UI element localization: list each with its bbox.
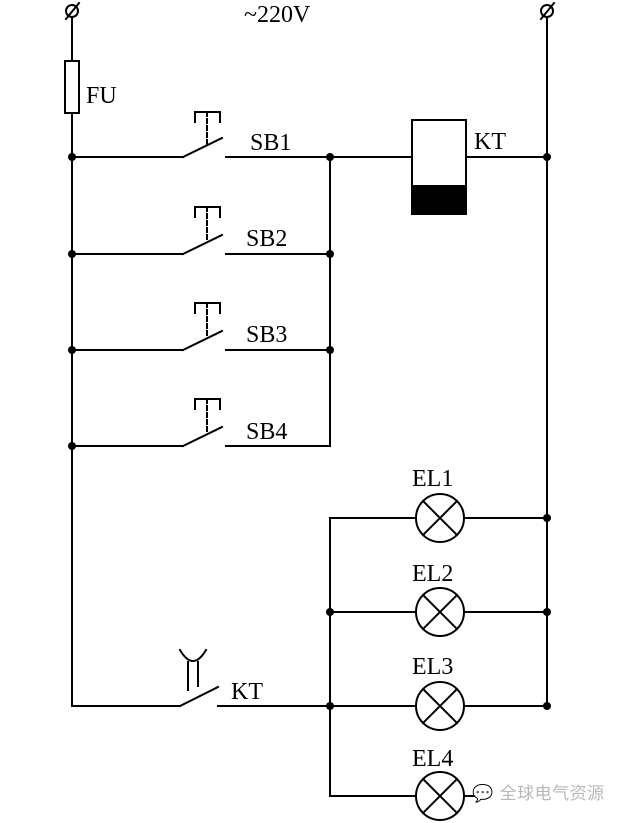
el1-rung — [329, 493, 548, 543]
sb4-label: SB4 — [246, 419, 287, 445]
kt-contact-label: KT — [231, 679, 263, 705]
sb4-rung — [71, 398, 331, 448]
sb3-label: SB3 — [246, 322, 287, 348]
el2-label: EL2 — [412, 561, 453, 587]
fuse-label: FU — [86, 83, 117, 109]
sb1-rung — [71, 111, 411, 159]
el4-rung — [329, 771, 476, 821]
kt-delayed-contact — [178, 648, 331, 708]
sb2-label: SB2 — [246, 226, 287, 252]
el2-rung — [329, 587, 548, 637]
watermark: 💬 全球电气资源 — [472, 779, 605, 804]
fuse — [64, 60, 80, 114]
sb3-rung — [71, 302, 331, 352]
kt-coil-label: KT — [474, 129, 506, 155]
watermark-text: 全球电气资源 — [499, 784, 605, 804]
kt-coil-delay-block — [411, 185, 467, 215]
el3-rung — [329, 681, 548, 731]
el4-label: EL4 — [412, 746, 453, 772]
sb1-label: SB1 — [250, 130, 291, 156]
supply-voltage-label: ~220V — [244, 2, 311, 28]
el1-label: EL1 — [412, 466, 453, 492]
wechat-icon: 💬 — [472, 784, 494, 804]
sb2-rung — [71, 206, 331, 256]
el3-label: EL3 — [412, 654, 453, 680]
junction-dots — [68, 153, 551, 710]
